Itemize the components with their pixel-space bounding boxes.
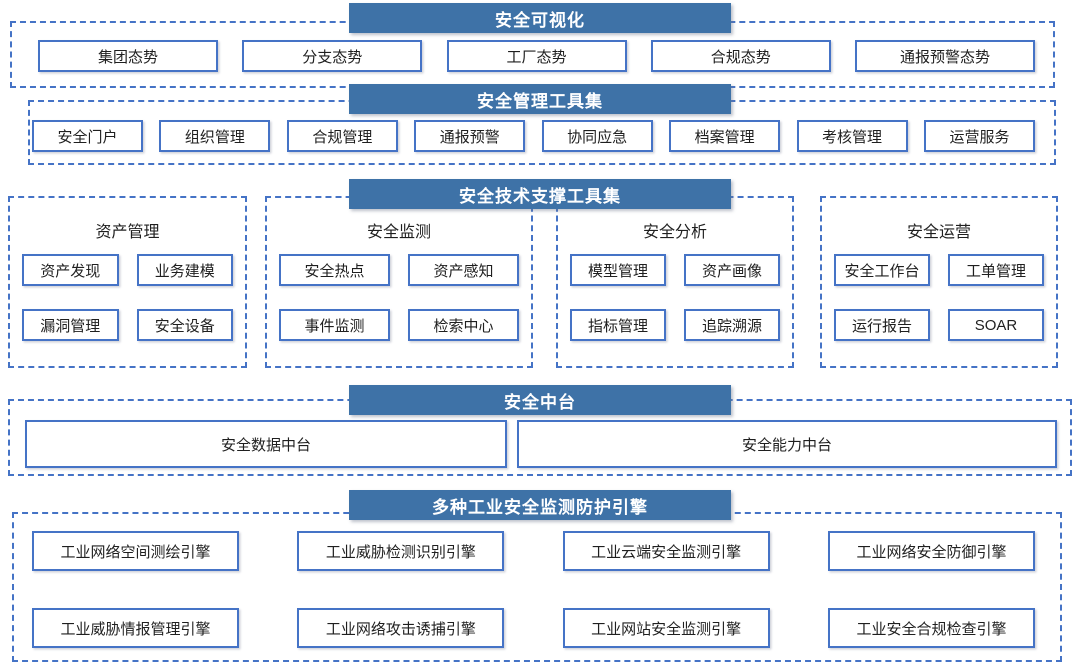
organization-mgmt-box: 组织管理 bbox=[159, 120, 271, 152]
asset-perception-box: 资产感知 bbox=[408, 254, 519, 286]
security-operation-group: 安全运营 安全工作台 工单管理 运行报告 SOAR bbox=[820, 196, 1058, 368]
website-monitoring-engine-box: 工业网站安全监测引擎 bbox=[562, 608, 770, 648]
engines-box-row-2: 工业威胁情报管理引擎 工业网络攻击诱捕引擎 工业网站安全监测引擎 工业安全合规检… bbox=[32, 608, 1035, 648]
archive-mgmt-box: 档案管理 bbox=[669, 120, 781, 152]
security-portal-box: 安全门户 bbox=[32, 120, 143, 152]
security-hotspot-box: 安全热点 bbox=[279, 254, 390, 286]
ticket-mgmt-box: 工单管理 bbox=[948, 254, 1044, 286]
search-center-box: 检索中心 bbox=[408, 309, 519, 341]
compliance-situation-box: 合规态势 bbox=[650, 40, 831, 72]
threat-intel-engine-box: 工业威胁情报管理引擎 bbox=[32, 608, 239, 648]
branch-situation-box: 分支态势 bbox=[242, 40, 423, 72]
model-mgmt-box: 模型管理 bbox=[570, 254, 666, 286]
event-monitoring-box: 事件监测 bbox=[279, 309, 390, 341]
soar-box: SOAR bbox=[948, 309, 1044, 341]
cyberspace-mapping-engine-box: 工业网络空间测绘引擎 bbox=[32, 531, 239, 571]
threat-detection-engine-box: 工业威胁检测识别引擎 bbox=[297, 531, 505, 571]
assessment-mgmt-box: 考核管理 bbox=[796, 120, 908, 152]
section-header-visualization: 安全可视化 bbox=[349, 3, 731, 33]
vulnerability-mgmt-box: 漏洞管理 bbox=[22, 309, 119, 341]
attack-decoy-engine-box: 工业网络攻击诱捕引擎 bbox=[297, 608, 505, 648]
notification-warning-box: 通报预警 bbox=[414, 120, 526, 152]
security-data-platform-box: 安全数据中台 bbox=[25, 420, 507, 468]
section-header-engines: 多种工业安全监测防护引擎 bbox=[349, 490, 731, 520]
asset-mgmt-group-title: 资产管理 bbox=[95, 224, 160, 241]
network-defense-engine-box: 工业网络安全防御引擎 bbox=[827, 531, 1035, 571]
security-analysis-group: 安全分析 模型管理 资产画像 指标管理 追踪溯源 bbox=[556, 196, 794, 368]
cloud-monitoring-engine-box: 工业云端安全监测引擎 bbox=[562, 531, 770, 571]
section-header-tech-support: 安全技术支撑工具集 bbox=[349, 179, 731, 209]
notification-warning-situation-box: 通报预警态势 bbox=[855, 40, 1035, 72]
operation-service-box: 运营服务 bbox=[923, 120, 1035, 152]
security-monitoring-group-title: 安全监测 bbox=[366, 224, 431, 241]
collaborative-response-box: 协同应急 bbox=[541, 120, 653, 152]
asset-profile-box: 资产画像 bbox=[684, 254, 780, 286]
compliance-check-engine-box: 工业安全合规检查引擎 bbox=[827, 608, 1035, 648]
security-operation-group-title: 安全运营 bbox=[906, 224, 971, 241]
security-workbench-box: 安全工作台 bbox=[834, 254, 930, 286]
compliance-mgmt-box: 合规管理 bbox=[286, 120, 398, 152]
security-device-box: 安全设备 bbox=[136, 309, 233, 341]
engines-box-row-1: 工业网络空间测绘引擎 工业威胁检测识别引擎 工业云端安全监测引擎 工业网络安全防… bbox=[32, 531, 1035, 571]
asset-discovery-box: 资产发现 bbox=[22, 254, 119, 286]
visualization-box-row: 集团态势 分支态势 工厂态势 合规态势 通报预警态势 bbox=[38, 40, 1035, 72]
security-analysis-group-title: 安全分析 bbox=[642, 224, 707, 241]
management-box-row: 安全门户 组织管理 合规管理 通报预警 协同应急 档案管理 考核管理 运营服务 bbox=[32, 120, 1035, 152]
section-header-middle-platform: 安全中台 bbox=[349, 385, 731, 415]
business-modeling-box: 业务建模 bbox=[136, 254, 233, 286]
group-situation-box: 集团态势 bbox=[38, 40, 218, 72]
factory-situation-box: 工厂态势 bbox=[446, 40, 627, 72]
indicator-mgmt-box: 指标管理 bbox=[570, 309, 666, 341]
operation-report-box: 运行报告 bbox=[834, 309, 930, 341]
asset-mgmt-group: 资产管理 资产发现 业务建模 漏洞管理 安全设备 bbox=[8, 196, 247, 368]
security-capability-platform-box: 安全能力中台 bbox=[517, 420, 1057, 468]
security-monitoring-group: 安全监测 安全热点 资产感知 事件监测 检索中心 bbox=[265, 196, 533, 368]
section-header-management: 安全管理工具集 bbox=[349, 84, 731, 114]
trace-source-box: 追踪溯源 bbox=[684, 309, 780, 341]
